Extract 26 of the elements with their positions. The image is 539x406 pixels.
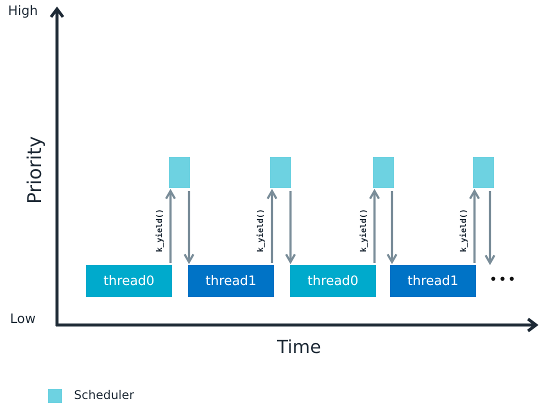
legend-label: Scheduler	[74, 388, 134, 402]
ellipsis: •••	[486, 266, 520, 294]
arrow	[484, 191, 496, 264]
arrow	[369, 190, 380, 263]
scheduler-box	[169, 157, 190, 188]
thread-box: thread1	[390, 265, 476, 297]
thread-box: thread1	[188, 265, 274, 297]
thread-box: thread0	[86, 265, 172, 297]
axis-title: Priority	[24, 136, 46, 204]
scheduler-box	[373, 157, 394, 188]
edge-label: k_yield()	[154, 208, 164, 252]
arrow	[386, 191, 398, 264]
axis-title: Time	[277, 337, 322, 358]
axis-label: Low	[10, 312, 36, 327]
axis-label: High	[8, 4, 38, 19]
arrow	[165, 190, 176, 263]
arrow	[266, 190, 278, 263]
arrow	[285, 191, 296, 264]
edge-label: k_yield()	[358, 208, 368, 252]
scheduler-box	[270, 157, 291, 188]
edge-label: k_yield()	[256, 208, 266, 252]
edge-label: k_yield()	[458, 208, 468, 252]
arrow	[469, 190, 480, 263]
thread-box: thread0	[290, 265, 376, 297]
scheduler-box	[473, 157, 494, 188]
arrow	[184, 191, 194, 264]
